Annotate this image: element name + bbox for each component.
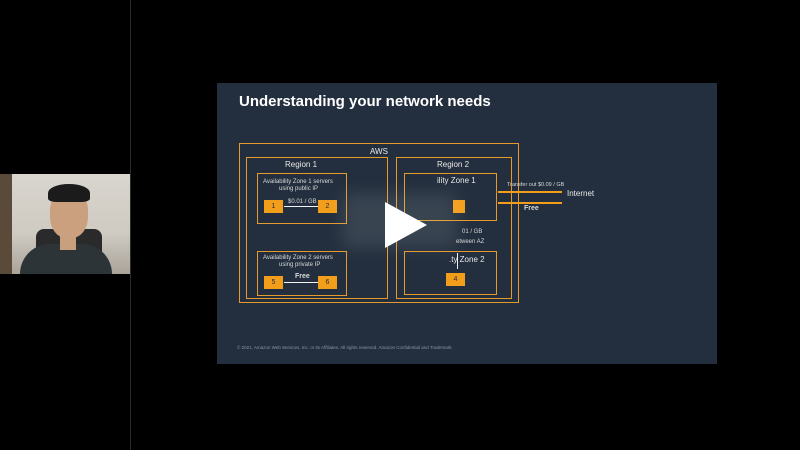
region2-az2-label: .ty Zone 2	[449, 255, 485, 264]
region1-az1-label-line1: Availability Zone 1 servers	[263, 179, 333, 185]
aws-label: AWS	[370, 147, 388, 156]
region2-az2-boundary	[404, 251, 497, 295]
server-node-1: 1	[264, 200, 283, 213]
webcam-background-shelf	[0, 174, 12, 274]
server-node-4: 4	[446, 273, 465, 286]
az2-cost-label: Free	[295, 273, 310, 280]
region1-az2-label-line2: using private IP	[279, 262, 321, 268]
transfer-out-arrow	[498, 191, 562, 193]
az1-connection-line	[284, 206, 318, 207]
slide-title: Understanding your network needs	[239, 93, 491, 110]
region2-az1-label: ility Zone 1	[437, 176, 476, 185]
panel-divider	[130, 0, 131, 450]
az1-cost-label: $0.01 / GB	[288, 199, 317, 205]
region1-az2-boundary	[257, 251, 347, 296]
transfer-out-label: Transfer out $0.09 / GB	[507, 182, 565, 188]
webcam-presenter-hair	[48, 184, 90, 202]
inbound-arrow	[498, 202, 562, 204]
region1-az2-label-line1: Availability Zone 2 servers	[263, 255, 333, 261]
region2-between-label: etween AZ	[456, 239, 485, 245]
region2-az1-boundary	[404, 173, 497, 221]
region2-vertical-link	[457, 253, 458, 269]
region1-az1-boundary	[257, 173, 347, 224]
presentation-slide: Understanding your network needs AWS Reg…	[217, 83, 717, 364]
az2-connection-line	[284, 282, 318, 283]
play-icon[interactable]	[385, 202, 427, 248]
aws-boundary	[239, 143, 519, 303]
region1-label: Region 1	[285, 160, 318, 169]
internet-label: Internet	[567, 189, 595, 198]
region1-az1-label-line2: using public IP	[279, 186, 319, 192]
region2-server-node	[453, 200, 465, 213]
region2-label: Region 2	[437, 160, 470, 169]
region2-cost-between: 01 / GB	[462, 229, 483, 235]
slide-footer: © 2021, Amazon Web Services, Inc. or its…	[237, 345, 453, 350]
server-node-5: 5	[264, 276, 283, 289]
server-node-6: 6	[318, 276, 337, 289]
inbound-free-label: Free	[524, 205, 539, 212]
webcam-video	[0, 174, 130, 274]
webcam-presenter-neck	[60, 236, 76, 250]
server-node-2: 2	[318, 200, 337, 213]
